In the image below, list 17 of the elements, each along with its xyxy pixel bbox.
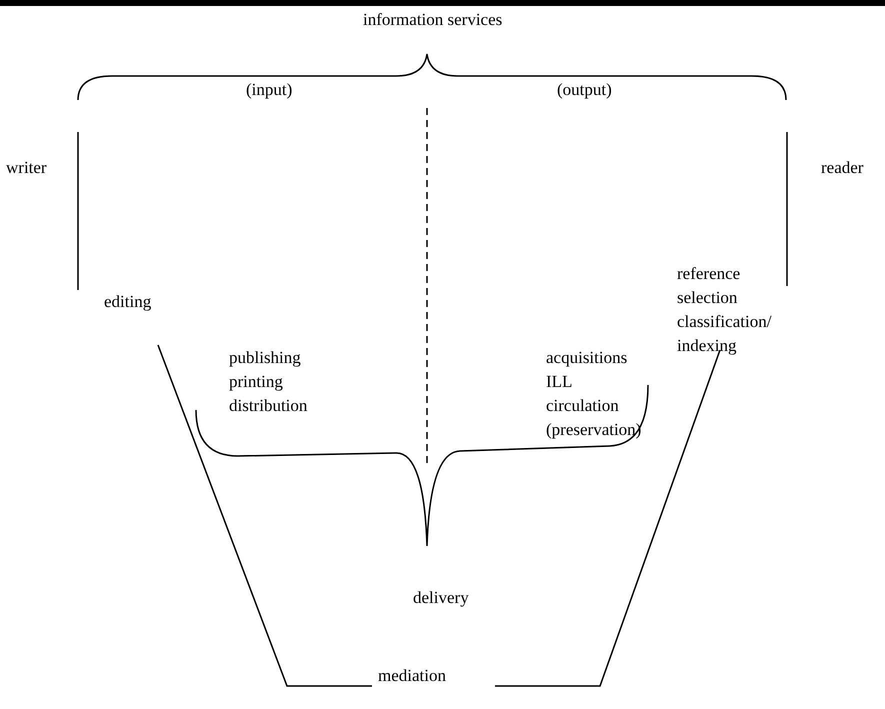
term-label: (output) [557, 80, 612, 100]
term-label: acquisitions [546, 348, 628, 368]
term-label: mediation [378, 666, 446, 686]
term-label: writer [6, 158, 47, 178]
term-label: ILL [546, 372, 572, 392]
term-label: circulation [546, 396, 619, 416]
term-label: reader [821, 158, 864, 178]
term-label: reference [677, 264, 740, 284]
term-label: distribution [229, 396, 308, 416]
term-label: editing [104, 292, 152, 312]
term-label: delivery [413, 588, 469, 608]
heading-text: information services [363, 10, 502, 30]
term-label: (input) [246, 80, 292, 100]
term-label: printing [229, 372, 283, 392]
term-label: classification/ indexing [677, 311, 772, 357]
term-label: selection [677, 288, 738, 308]
term-label: publishing [229, 348, 301, 368]
